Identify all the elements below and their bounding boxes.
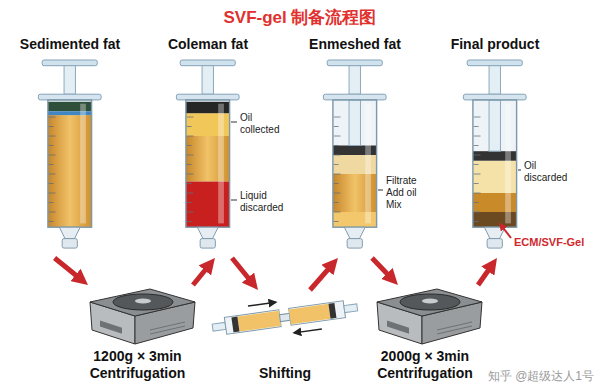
syringe-coleman [176, 60, 239, 248]
illustration-part [212, 322, 226, 331]
product-label: ECM/SVF-Gel [514, 236, 594, 249]
syringe-stage: Final product [440, 36, 550, 258]
node-label: Centrifugation [90, 365, 186, 382]
illustration-part [186, 100, 230, 248]
annotation-label: Oil collected [240, 112, 294, 136]
node-label: 1200g × 3min [93, 348, 181, 365]
shifting-syringes [210, 291, 359, 344]
node-label: Shifting [259, 365, 311, 382]
illustration-part [279, 313, 290, 321]
illustration-part [38, 60, 101, 100]
illustration-part [176, 60, 239, 100]
leader-line [231, 200, 237, 201]
syringe-final [463, 60, 526, 248]
watermark: 知乎 @超级达人1号 [488, 369, 594, 383]
syringe-enmeshed [323, 60, 386, 248]
callout-arrow [500, 224, 511, 238]
shifting-step: Shifting [210, 290, 360, 382]
illustration-part [237, 311, 281, 332]
illustration-part [289, 304, 331, 324]
illustration-part [231, 317, 239, 333]
flow-arrow [55, 258, 82, 280]
illustration-part [328, 303, 336, 319]
syringe-sedimented [38, 60, 101, 248]
illustration-part [489, 100, 500, 151]
illustration-part [473, 100, 517, 248]
node-label: Final product [451, 36, 540, 53]
flow-arrow [232, 258, 253, 284]
centrifuge [377, 289, 482, 344]
flow-arrow [478, 265, 492, 285]
node-label: Sedimented fat [20, 36, 120, 53]
syringe-stage: Enmeshed fat [300, 36, 410, 258]
diagram-title: SVF-gel 制备流程图 [0, 6, 600, 29]
illustration-part [323, 60, 386, 100]
flow-arrow [193, 264, 210, 285]
node-label: 2000g × 3min [381, 348, 469, 365]
node-label: Coleman fat [168, 36, 248, 53]
illustration-part [48, 100, 92, 248]
illustration-part [344, 304, 358, 313]
annotation-label: Oil discarded [524, 160, 578, 184]
illustration-part [294, 329, 322, 333]
leader-line [231, 122, 237, 123]
annotation-label: Liquid discarded [240, 190, 294, 214]
centrifuge-step: 1200g × 3minCentrifugation [75, 285, 200, 382]
syringe-stage: Sedimented fat [15, 36, 125, 258]
annotation-label: Filtrate Add oil Mix [386, 175, 426, 211]
centrifuge [90, 289, 195, 344]
flow-arrow [310, 264, 333, 290]
illustration-part [248, 302, 276, 306]
illustration-part [463, 60, 526, 100]
node-label: Enmeshed fat [309, 36, 401, 53]
illustration-part [349, 100, 360, 146]
illustration-part [289, 301, 346, 325]
centrifuge-step: 2000g × 3minCentrifugation [360, 285, 490, 382]
flow-arrow [372, 258, 392, 279]
node-label: Centrifugation [377, 365, 473, 382]
illustration-part [224, 310, 281, 334]
leader-line [518, 170, 521, 171]
syringe-stage: Coleman fat [150, 36, 266, 258]
leader-line [378, 190, 383, 191]
illustration-part [333, 100, 377, 248]
